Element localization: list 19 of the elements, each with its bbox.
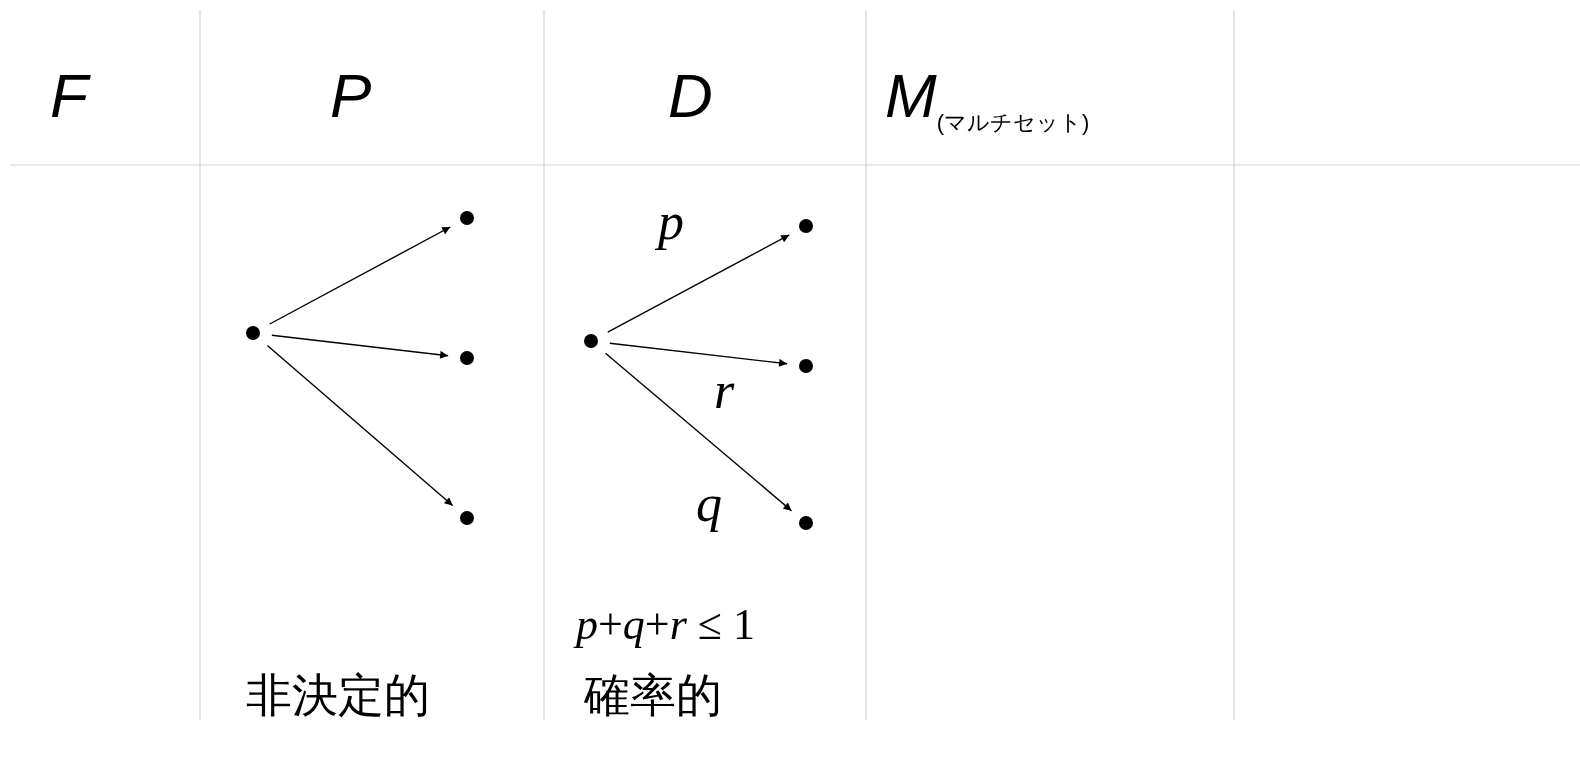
dot <box>460 351 474 365</box>
dot <box>799 516 813 530</box>
column-header: M$_{(マルチセット)}$ <box>885 65 1090 135</box>
dot <box>584 334 598 348</box>
arrow <box>271 334 449 359</box>
arrow <box>607 234 790 333</box>
arrow <box>269 226 451 325</box>
arrow <box>266 344 454 507</box>
arrow <box>604 352 793 512</box>
dot <box>246 326 260 340</box>
arrow <box>609 342 788 367</box>
caption-label: 非決定的 <box>246 672 430 718</box>
column-header: D <box>668 65 713 127</box>
dot <box>460 511 474 525</box>
dot <box>799 359 813 373</box>
dot <box>460 211 474 225</box>
caption-label: 確率的 <box>584 672 722 718</box>
column-header: P <box>330 65 372 127</box>
dot <box>799 219 813 233</box>
